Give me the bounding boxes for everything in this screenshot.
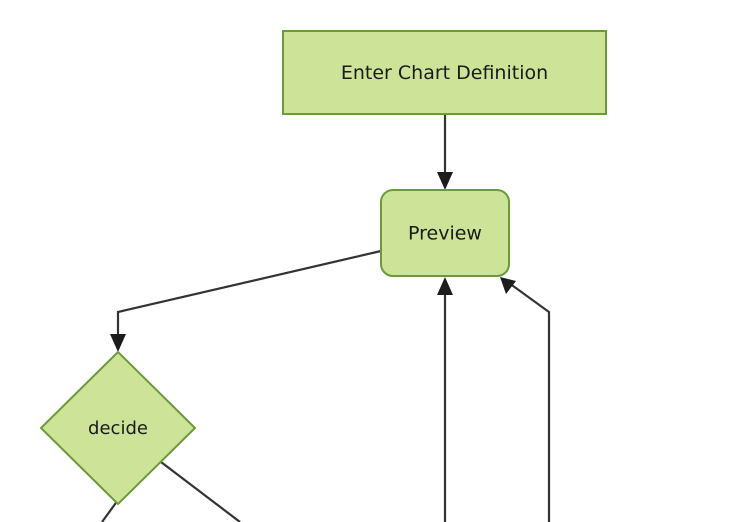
node-decide-label: decide xyxy=(88,418,148,439)
node-preview-label: Preview xyxy=(408,223,482,245)
edge-return-right-to-preview xyxy=(500,277,551,522)
arrowhead-return-right-to-preview xyxy=(500,277,516,294)
node-enter-chart-definition-shape[interactable] xyxy=(282,30,607,115)
arrowhead-preview-to-decide xyxy=(110,334,126,352)
edge-return-center-to-preview xyxy=(437,277,453,522)
node-preview-shape[interactable] xyxy=(380,189,510,277)
edge-preview-to-decide xyxy=(110,249,382,352)
arrowhead-return-center-to-preview xyxy=(437,277,453,295)
arrowhead-enter-to-preview xyxy=(437,172,453,190)
edge-enter-to-preview xyxy=(437,114,453,190)
edge-line-decide-out-right xyxy=(160,461,241,522)
node-enter-chart-definition[interactable]: Enter Chart Definition xyxy=(282,30,607,115)
edge-decide-out-bottom xyxy=(101,499,119,522)
node-enter-chart-definition-label: Enter Chart Definition xyxy=(341,62,548,84)
edge-line-return-right-to-preview xyxy=(508,282,551,522)
edge-decide-out-right xyxy=(160,461,241,522)
node-decide[interactable]: decide xyxy=(39,350,197,506)
edge-line-preview-to-decide xyxy=(116,249,382,344)
node-decide-shape[interactable] xyxy=(39,350,197,506)
node-preview[interactable]: Preview xyxy=(380,189,510,277)
edge-line-decide-out-bottom xyxy=(101,499,119,522)
